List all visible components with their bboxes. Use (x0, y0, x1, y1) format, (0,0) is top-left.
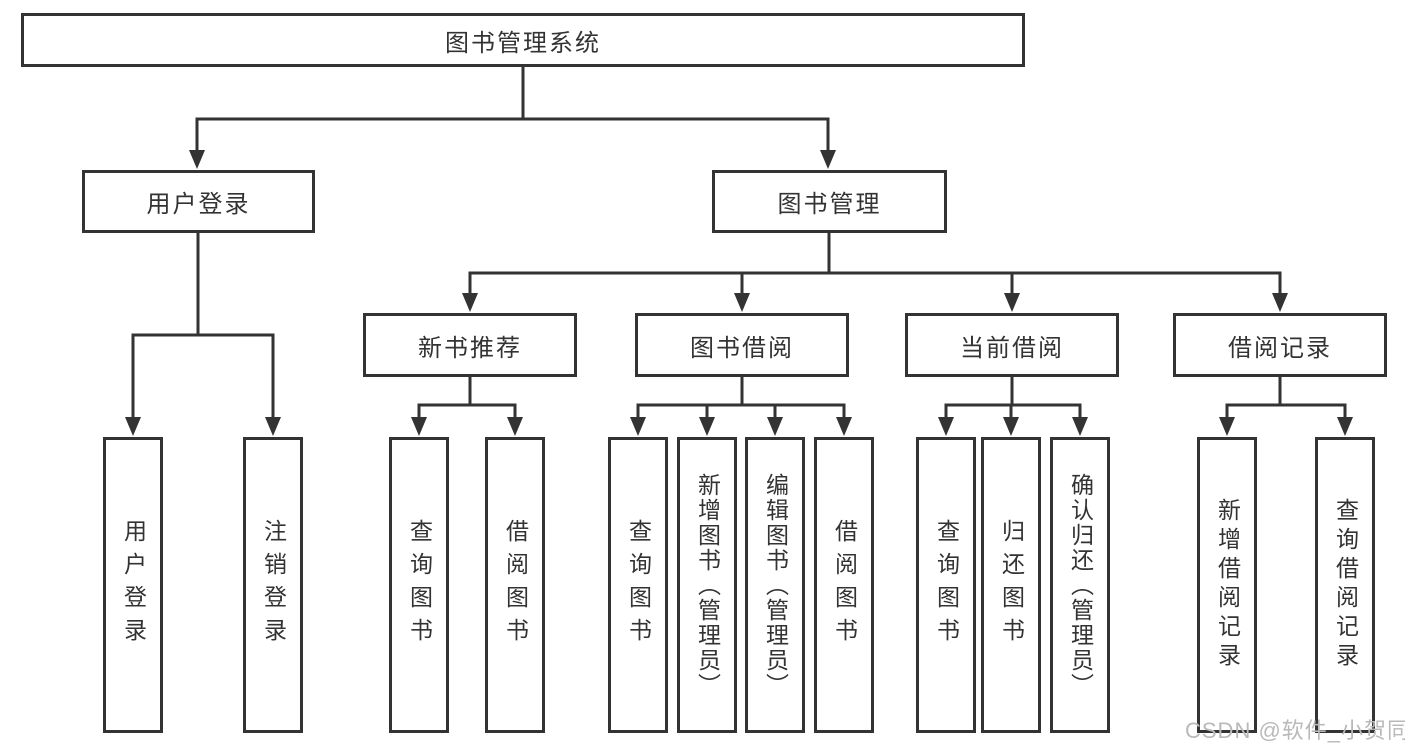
leaf-label: 查询图书 (406, 519, 433, 651)
arrow-down-icon (189, 150, 205, 169)
leaf-label: 借阅图书 (831, 519, 858, 651)
arrow-down-icon (734, 293, 750, 312)
arrow-down-icon (836, 417, 852, 436)
node-book-management: 图书管理 (712, 170, 947, 233)
leaf-newbook-query-book: 查询图书 (389, 437, 449, 733)
leaf-record-add-record: 新增借阅记录 (1197, 437, 1257, 733)
connector-newbook-bar (417, 377, 517, 420)
node-new-book-recommend: 新书推荐 (363, 313, 577, 377)
arrow-down-icon (1272, 293, 1288, 312)
leaf-label: 注销登录 (260, 519, 287, 651)
arrow-down-icon (1004, 293, 1020, 312)
arrow-down-icon (411, 417, 427, 436)
arrow-down-icon (630, 417, 646, 436)
arrow-down-icon (767, 417, 783, 436)
connector-level2-bar (468, 271, 1282, 296)
leaf-borrow-query-book: 查询图书 (608, 437, 668, 733)
node-borrow-record: 借阅记录 (1173, 313, 1387, 377)
leaf-label: 查询图书 (625, 519, 652, 651)
arrow-down-icon (1337, 417, 1353, 436)
leaf-label: 查询借阅记录 (1332, 498, 1359, 672)
arrow-down-icon (820, 150, 836, 169)
node-book-borrow: 图书借阅 (635, 313, 849, 377)
leaf-borrow-borrow-book: 借阅图书 (814, 437, 874, 733)
leaf-current-query-book: 查询图书 (916, 437, 976, 733)
leaf-user-login: 用户登录 (103, 437, 163, 733)
leaf-record-query-record: 查询借阅记录 (1315, 437, 1375, 733)
leaf-label: 编辑图书（管理员） (762, 472, 789, 698)
node-user-login: 用户登录 (82, 170, 315, 233)
leaf-borrow-add-book-admin: 新增图书（管理员） (677, 437, 737, 733)
arrow-down-icon (462, 293, 478, 312)
connector-level1-bar (195, 117, 830, 153)
arrow-down-icon (1219, 417, 1235, 436)
leaf-current-confirm-return-admin: 确认归还（管理员） (1050, 437, 1110, 733)
watermark: CSDN @软件_小贺同学 (1185, 718, 1405, 743)
arrow-down-icon (699, 417, 715, 436)
arrow-down-icon (1072, 417, 1088, 436)
connector-current-bar (944, 377, 1082, 420)
leaf-user-logout: 注销登录 (243, 437, 303, 733)
leaf-label: 归还图书 (998, 519, 1025, 651)
arrow-down-icon (507, 417, 523, 436)
leaf-current-return-book: 归还图书 (981, 437, 1041, 733)
arrow-down-icon (938, 417, 954, 436)
connector-user-bar (131, 333, 275, 420)
arrow-down-icon (1003, 417, 1019, 436)
arrow-down-icon (265, 417, 281, 436)
leaf-label: 用户登录 (120, 519, 147, 651)
leaf-borrow-edit-book-admin: 编辑图书（管理员） (745, 437, 805, 733)
leaf-newbook-borrow-book: 借阅图书 (485, 437, 545, 733)
leaf-label: 确认归还（管理员） (1067, 472, 1094, 698)
arrow-down-icon (125, 417, 141, 436)
node-current-borrow: 当前借阅 (905, 313, 1119, 377)
connector-borrow-bar (636, 377, 846, 420)
leaf-label: 借阅图书 (502, 519, 529, 651)
leaf-label: 查询图书 (933, 519, 960, 651)
leaf-label: 新增图书（管理员） (694, 472, 721, 698)
node-root: 图书管理系统 (21, 13, 1025, 67)
leaf-label: 新增借阅记录 (1214, 498, 1241, 672)
connector-record-bar (1225, 377, 1347, 420)
